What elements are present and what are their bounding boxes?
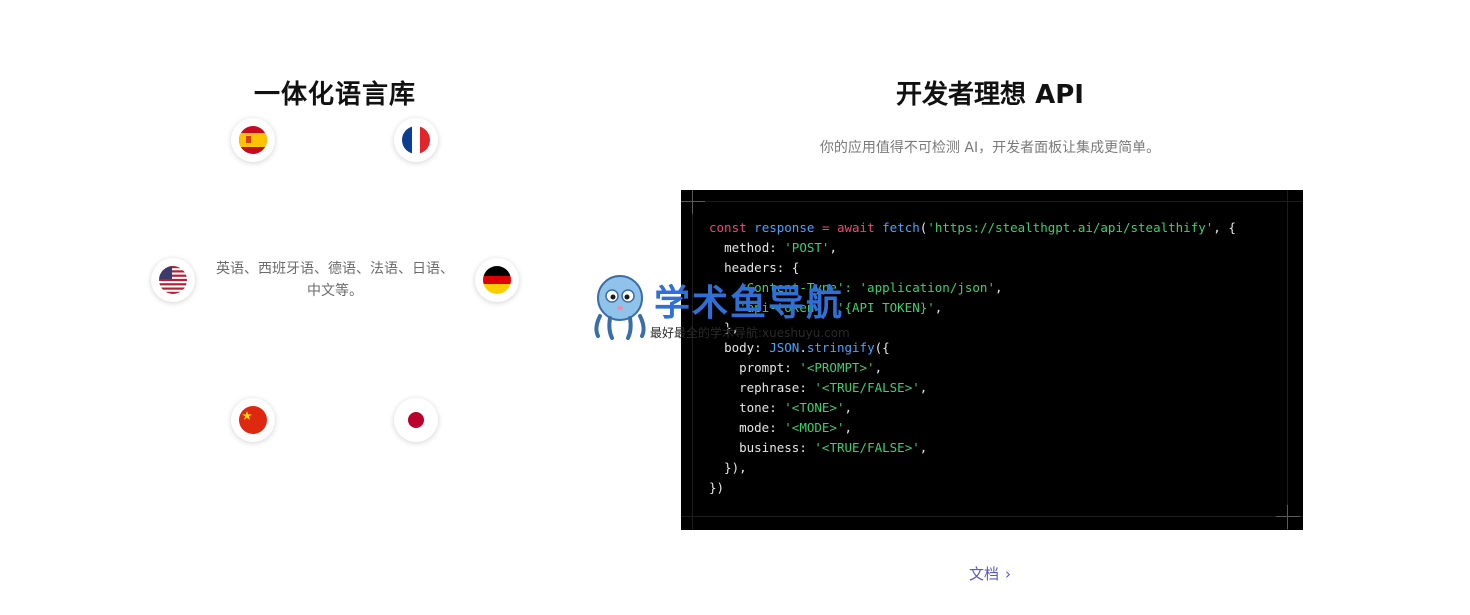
japan-flag-icon [394, 398, 438, 442]
language-library-section: 一体化语言库 [140, 60, 530, 460]
code-sample-panel: const response = await fetch('https://st… [681, 190, 1303, 530]
code-token: '<TONE>' [784, 400, 845, 415]
language-list-description: 英语、西班牙语、德语、法语、日语、中文等。 [216, 261, 454, 299]
france-flag-icon [394, 118, 438, 162]
code-token: '<MODE>' [784, 420, 845, 435]
germany-flag-icon [475, 258, 519, 302]
usa-flag-icon [151, 258, 195, 302]
api-section-subtitle: 你的应用值得不可检测 AI，开发者面板让集成更简单。 [819, 140, 1161, 156]
code-token: business [739, 440, 800, 455]
code-token: 'https://stealthgpt.ai/api/stealthify' [927, 220, 1214, 235]
code-token: '<PROMPT>' [799, 360, 875, 375]
code-token: const [709, 220, 747, 235]
corner-crosshair-icon [1276, 505, 1300, 529]
code-token: tone [739, 400, 770, 415]
code-token: await [836, 220, 875, 235]
code-grid-line [681, 516, 1303, 517]
api-section-title: 开发者理想 API [896, 80, 1084, 110]
docs-link-label: 文档 [968, 565, 999, 583]
watermark-subtitle: 最好最全的学术导航:xueshuyu.com [650, 326, 850, 340]
code-token: method [724, 240, 770, 255]
code-token: prompt [739, 360, 785, 375]
code-grid-line [1287, 190, 1288, 530]
code-token: '<TRUE/FALSE>' [814, 440, 920, 455]
octopus-logo-icon [594, 275, 646, 340]
code-token: = [814, 220, 837, 235]
code-token: stringify [806, 340, 875, 355]
code-token: response [754, 220, 815, 235]
code-grid-line [692, 190, 693, 530]
corner-crosshair-icon [681, 190, 705, 214]
code-token: body [724, 340, 755, 355]
code-token: fetch [882, 220, 920, 235]
code-token: mode [739, 420, 770, 435]
code-token: 'POST' [784, 240, 830, 255]
watermark-title: 学术鱼导航 [654, 283, 845, 324]
china-flag-icon [231, 398, 275, 442]
code-token: rephrase [739, 380, 800, 395]
language-library-title: 一体化语言库 [253, 80, 416, 110]
code-grid-line [681, 201, 1303, 202]
spain-flag-icon [231, 118, 275, 162]
code-sample: const response = await fetch('https://st… [709, 220, 1236, 495]
watermark: 学术鱼导航 最好最全的学术导航:xueshuyu.com [588, 270, 888, 342]
code-token: headers [724, 260, 777, 275]
code-token: 'Content-Type': 'application/json' [739, 280, 995, 295]
code-token: JSON [769, 340, 800, 355]
docs-link[interactable]: 文档 › [940, 563, 1040, 584]
chevron-right-icon: › [1005, 565, 1011, 583]
code-token: '<TRUE/FALSE>' [814, 380, 920, 395]
code-token: 'api-token': '{API TOKEN}' [739, 300, 935, 315]
